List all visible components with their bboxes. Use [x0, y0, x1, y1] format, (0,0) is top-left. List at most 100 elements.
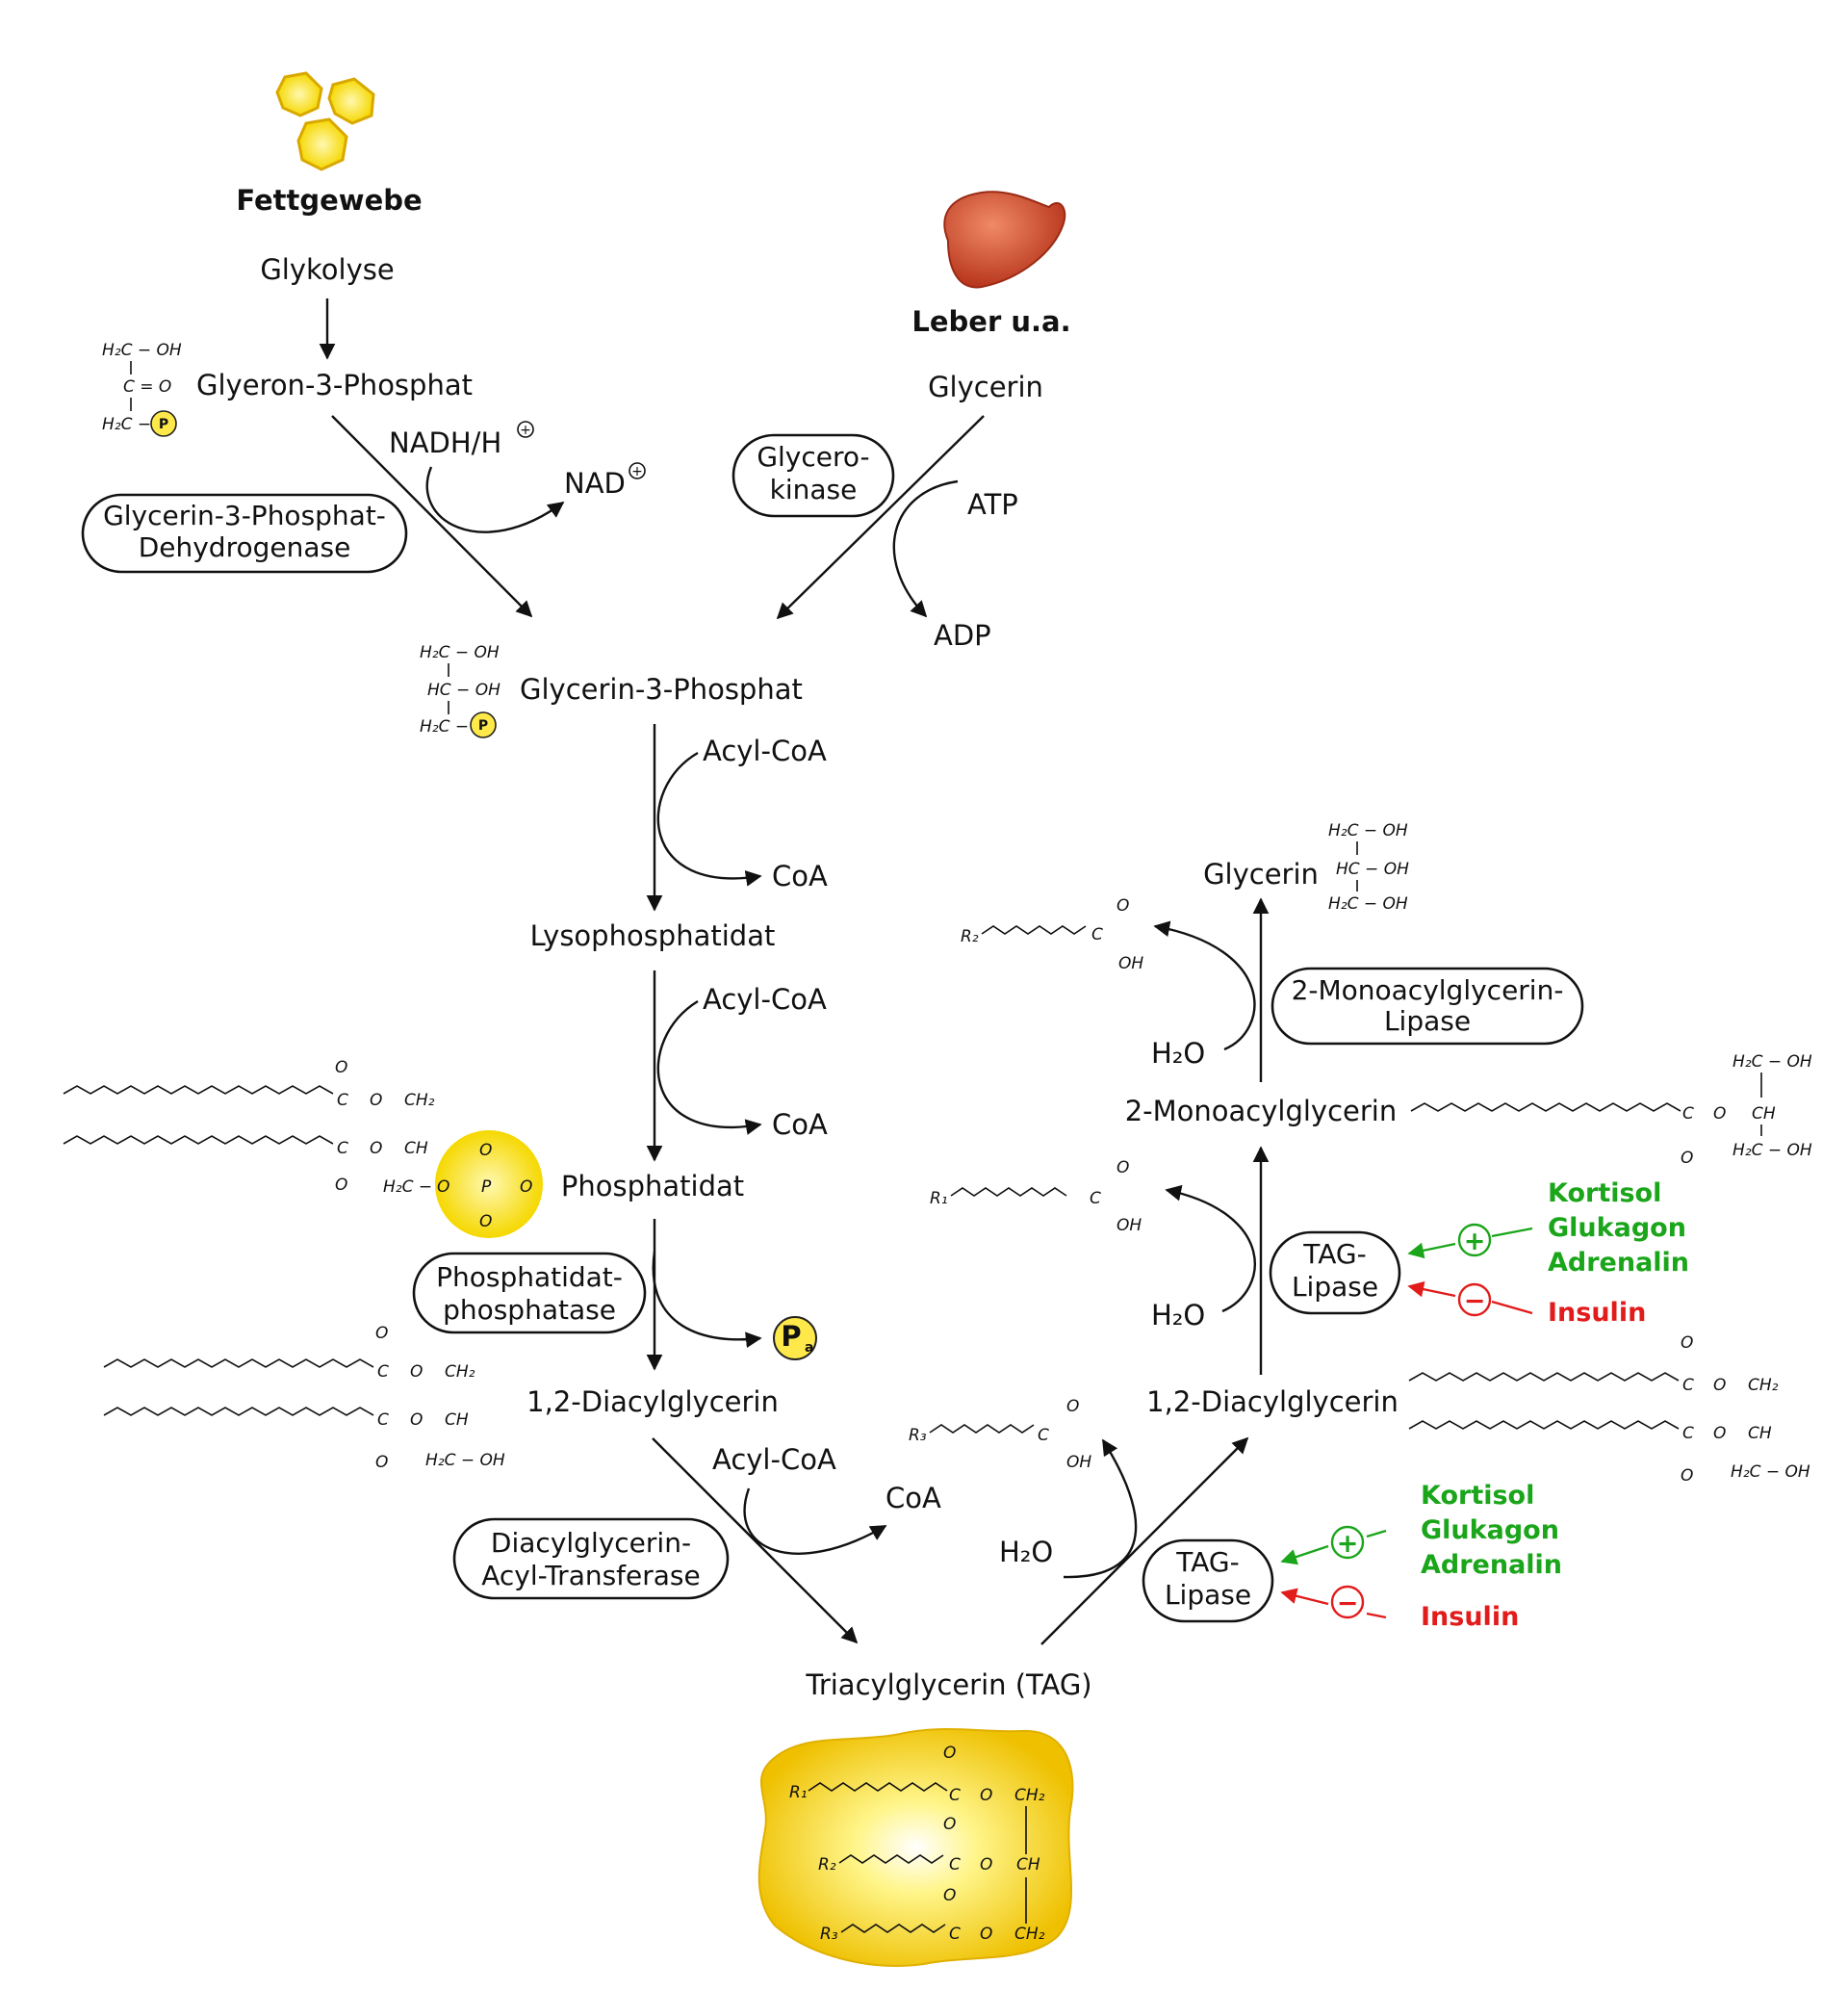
svg-text:CH₂: CH₂: [1014, 1786, 1045, 1805]
svg-text:P: P: [781, 1320, 801, 1353]
svg-text:CH₂: CH₂: [1748, 1376, 1779, 1395]
svg-text:O: O: [410, 1362, 423, 1382]
svg-text:O: O: [335, 1176, 347, 1195]
dag-right-label: 1,2-Diacylglycerin: [1146, 1385, 1399, 1418]
dgat-enzyme: Diacylglycerin- Acyl-Transferase: [452, 1517, 730, 1600]
glyceron-structure: H₂C − OH C = O H₂C − P: [102, 341, 182, 437]
svg-text:Glycero-: Glycero-: [757, 441, 869, 473]
plus-icon: [1457, 1223, 1492, 1257]
svg-text:CH₂: CH₂: [1014, 1925, 1045, 1944]
acyl-coa-3-label: Acyl-CoA: [712, 1443, 836, 1476]
svg-text:TAG-: TAG-: [1302, 1238, 1366, 1270]
phosphatidat-structure: O C O CH₂ C O CH O H₂C − O P O O O: [63, 1058, 543, 1238]
svg-text:+: +: [1337, 1529, 1359, 1559]
arrow-fa-release-2: [1165, 1184, 1256, 1313]
svg-text:R₁: R₁: [930, 1189, 948, 1208]
activation-arrow-2: [1280, 1544, 1329, 1565]
inhibitor-1: Insulin: [1548, 1298, 1646, 1328]
svg-text:C: C: [1090, 1189, 1101, 1208]
svg-text:Glycerin-3-Phosphat-: Glycerin-3-Phosphat-: [103, 500, 386, 531]
arrow-acyl-coa-1: [656, 751, 762, 887]
coa-1-label: CoA: [772, 860, 828, 892]
inhibition-arrow-1: [1407, 1280, 1456, 1298]
svg-text:−: −: [1337, 1589, 1359, 1618]
liver-icon: [943, 191, 1066, 289]
coa-2-label: CoA: [772, 1108, 828, 1141]
svg-text:R₁: R₁: [789, 1783, 808, 1802]
svg-text:C: C: [337, 1139, 348, 1158]
svg-text:CH: CH: [1748, 1424, 1772, 1443]
adp-label: ADP: [934, 619, 991, 652]
svg-text:a: a: [805, 1340, 813, 1356]
svg-text:O: O: [375, 1453, 388, 1472]
svg-text:C: C: [377, 1410, 389, 1430]
svg-text:O: O: [1713, 1376, 1726, 1395]
glycerin-top-label: Glycerin: [928, 371, 1043, 403]
h2o-1-label: H₂O: [999, 1536, 1053, 1568]
fat-cells-icon: [275, 71, 375, 171]
svg-text:O: O: [1681, 1149, 1693, 1168]
g3p-structure: H₂C − OH HC − OH H₂C − P: [420, 643, 500, 738]
svg-text:O: O: [943, 1886, 956, 1905]
fatty-acid-r1: R₁ C O OH: [930, 1158, 1142, 1235]
fatty-acid-r3: R₃ C O OH: [909, 1397, 1091, 1472]
arrow-fa-release-3: [1153, 920, 1256, 1051]
svg-text:O: O: [1116, 1158, 1129, 1177]
svg-text:+: +: [520, 423, 531, 438]
acyl-coa-2-label: Acyl-CoA: [703, 983, 827, 1016]
svg-text:Diacylglycerin-: Diacylglycerin-: [491, 1527, 691, 1559]
dag-left-label: 1,2-Diacylglycerin: [526, 1385, 779, 1418]
svg-text:H₂C − OH: H₂C − OH: [1328, 821, 1408, 840]
svg-text:H₂C − OH: H₂C − OH: [1328, 894, 1408, 914]
svg-text:H₂C − OH: H₂C − OH: [420, 643, 500, 662]
svg-text:CH: CH: [404, 1139, 428, 1158]
arrow-glycerin-to-g3p: [776, 415, 985, 620]
tag-label: Triacylglycerin (TAG): [805, 1668, 1091, 1701]
fatty-acid-r2: R₂ C O OH: [961, 896, 1143, 973]
svg-text:R₂: R₂: [818, 1855, 836, 1874]
plus-icon: [1330, 1525, 1365, 1560]
mag-lipase-enzyme: 2-Monoacylglycerin- Lipase: [1270, 967, 1584, 1046]
svg-text:O: O: [980, 1786, 992, 1805]
svg-text:P: P: [481, 1177, 492, 1197]
svg-text:CH: CH: [1752, 1104, 1776, 1124]
svg-text:O: O: [375, 1324, 388, 1343]
svg-text:O: O: [520, 1177, 532, 1197]
atp-label: ATP: [967, 488, 1018, 521]
mag-structure: H₂C − OH C O CH H₂C − OH O: [1410, 1052, 1812, 1168]
arrow-dag-tag: [652, 1437, 859, 1644]
inhibitor-2: Insulin: [1421, 1602, 1519, 1632]
svg-text:C: C: [1038, 1426, 1049, 1445]
svg-text:H₂C − OH: H₂C − OH: [1731, 1462, 1810, 1482]
svg-text:O: O: [410, 1410, 423, 1430]
svg-text:phosphatase: phosphatase: [443, 1294, 616, 1326]
svg-text:H₂C −: H₂C −: [383, 1177, 432, 1197]
tag-lipase-2-enzyme: TAG- Lipase: [1142, 1538, 1274, 1623]
arrow-tag-dag: [1040, 1436, 1249, 1645]
svg-text:Dehydrogenase: Dehydrogenase: [139, 531, 351, 563]
g3p-label: Glycerin-3-Phosphat: [520, 673, 803, 706]
arrow-fa-release-1: [1063, 1438, 1138, 1579]
svg-text:C: C: [949, 1925, 961, 1944]
glycerokinase-enzyme: Glycero- kinase: [732, 433, 895, 518]
fat-tissue-label: Fettgewebe: [236, 184, 422, 217]
phosphatidat-label: Phosphatidat: [561, 1170, 744, 1202]
svg-text:R₂: R₂: [961, 927, 979, 946]
svg-text:P: P: [478, 718, 488, 734]
activator-2-2: Glukagon: [1421, 1515, 1559, 1545]
h2o-3-label: H₂O: [1151, 1037, 1205, 1070]
svg-text:H₂C − OH: H₂C − OH: [425, 1451, 505, 1470]
acyl-coa-1-label: Acyl-CoA: [703, 735, 827, 767]
arrow-nadh-nad: [425, 466, 565, 533]
glycerin-right-label: Glycerin: [1203, 858, 1319, 891]
svg-text:R₃: R₃: [909, 1426, 927, 1445]
svg-text:CH: CH: [445, 1410, 469, 1430]
svg-text:H₂C −: H₂C −: [102, 415, 151, 434]
phosphatidat-phosphatase-enzyme: Phosphatidat- phosphatase: [412, 1252, 647, 1334]
glycerol-structure: H₂C − OH HC − OH H₂C − OH: [1328, 821, 1409, 914]
svg-text:Lipase: Lipase: [1165, 1579, 1251, 1611]
svg-text:C: C: [377, 1362, 389, 1382]
svg-text:CH₂: CH₂: [404, 1091, 435, 1110]
coa-3-label: CoA: [886, 1482, 941, 1514]
svg-text:−: −: [1464, 1286, 1486, 1316]
